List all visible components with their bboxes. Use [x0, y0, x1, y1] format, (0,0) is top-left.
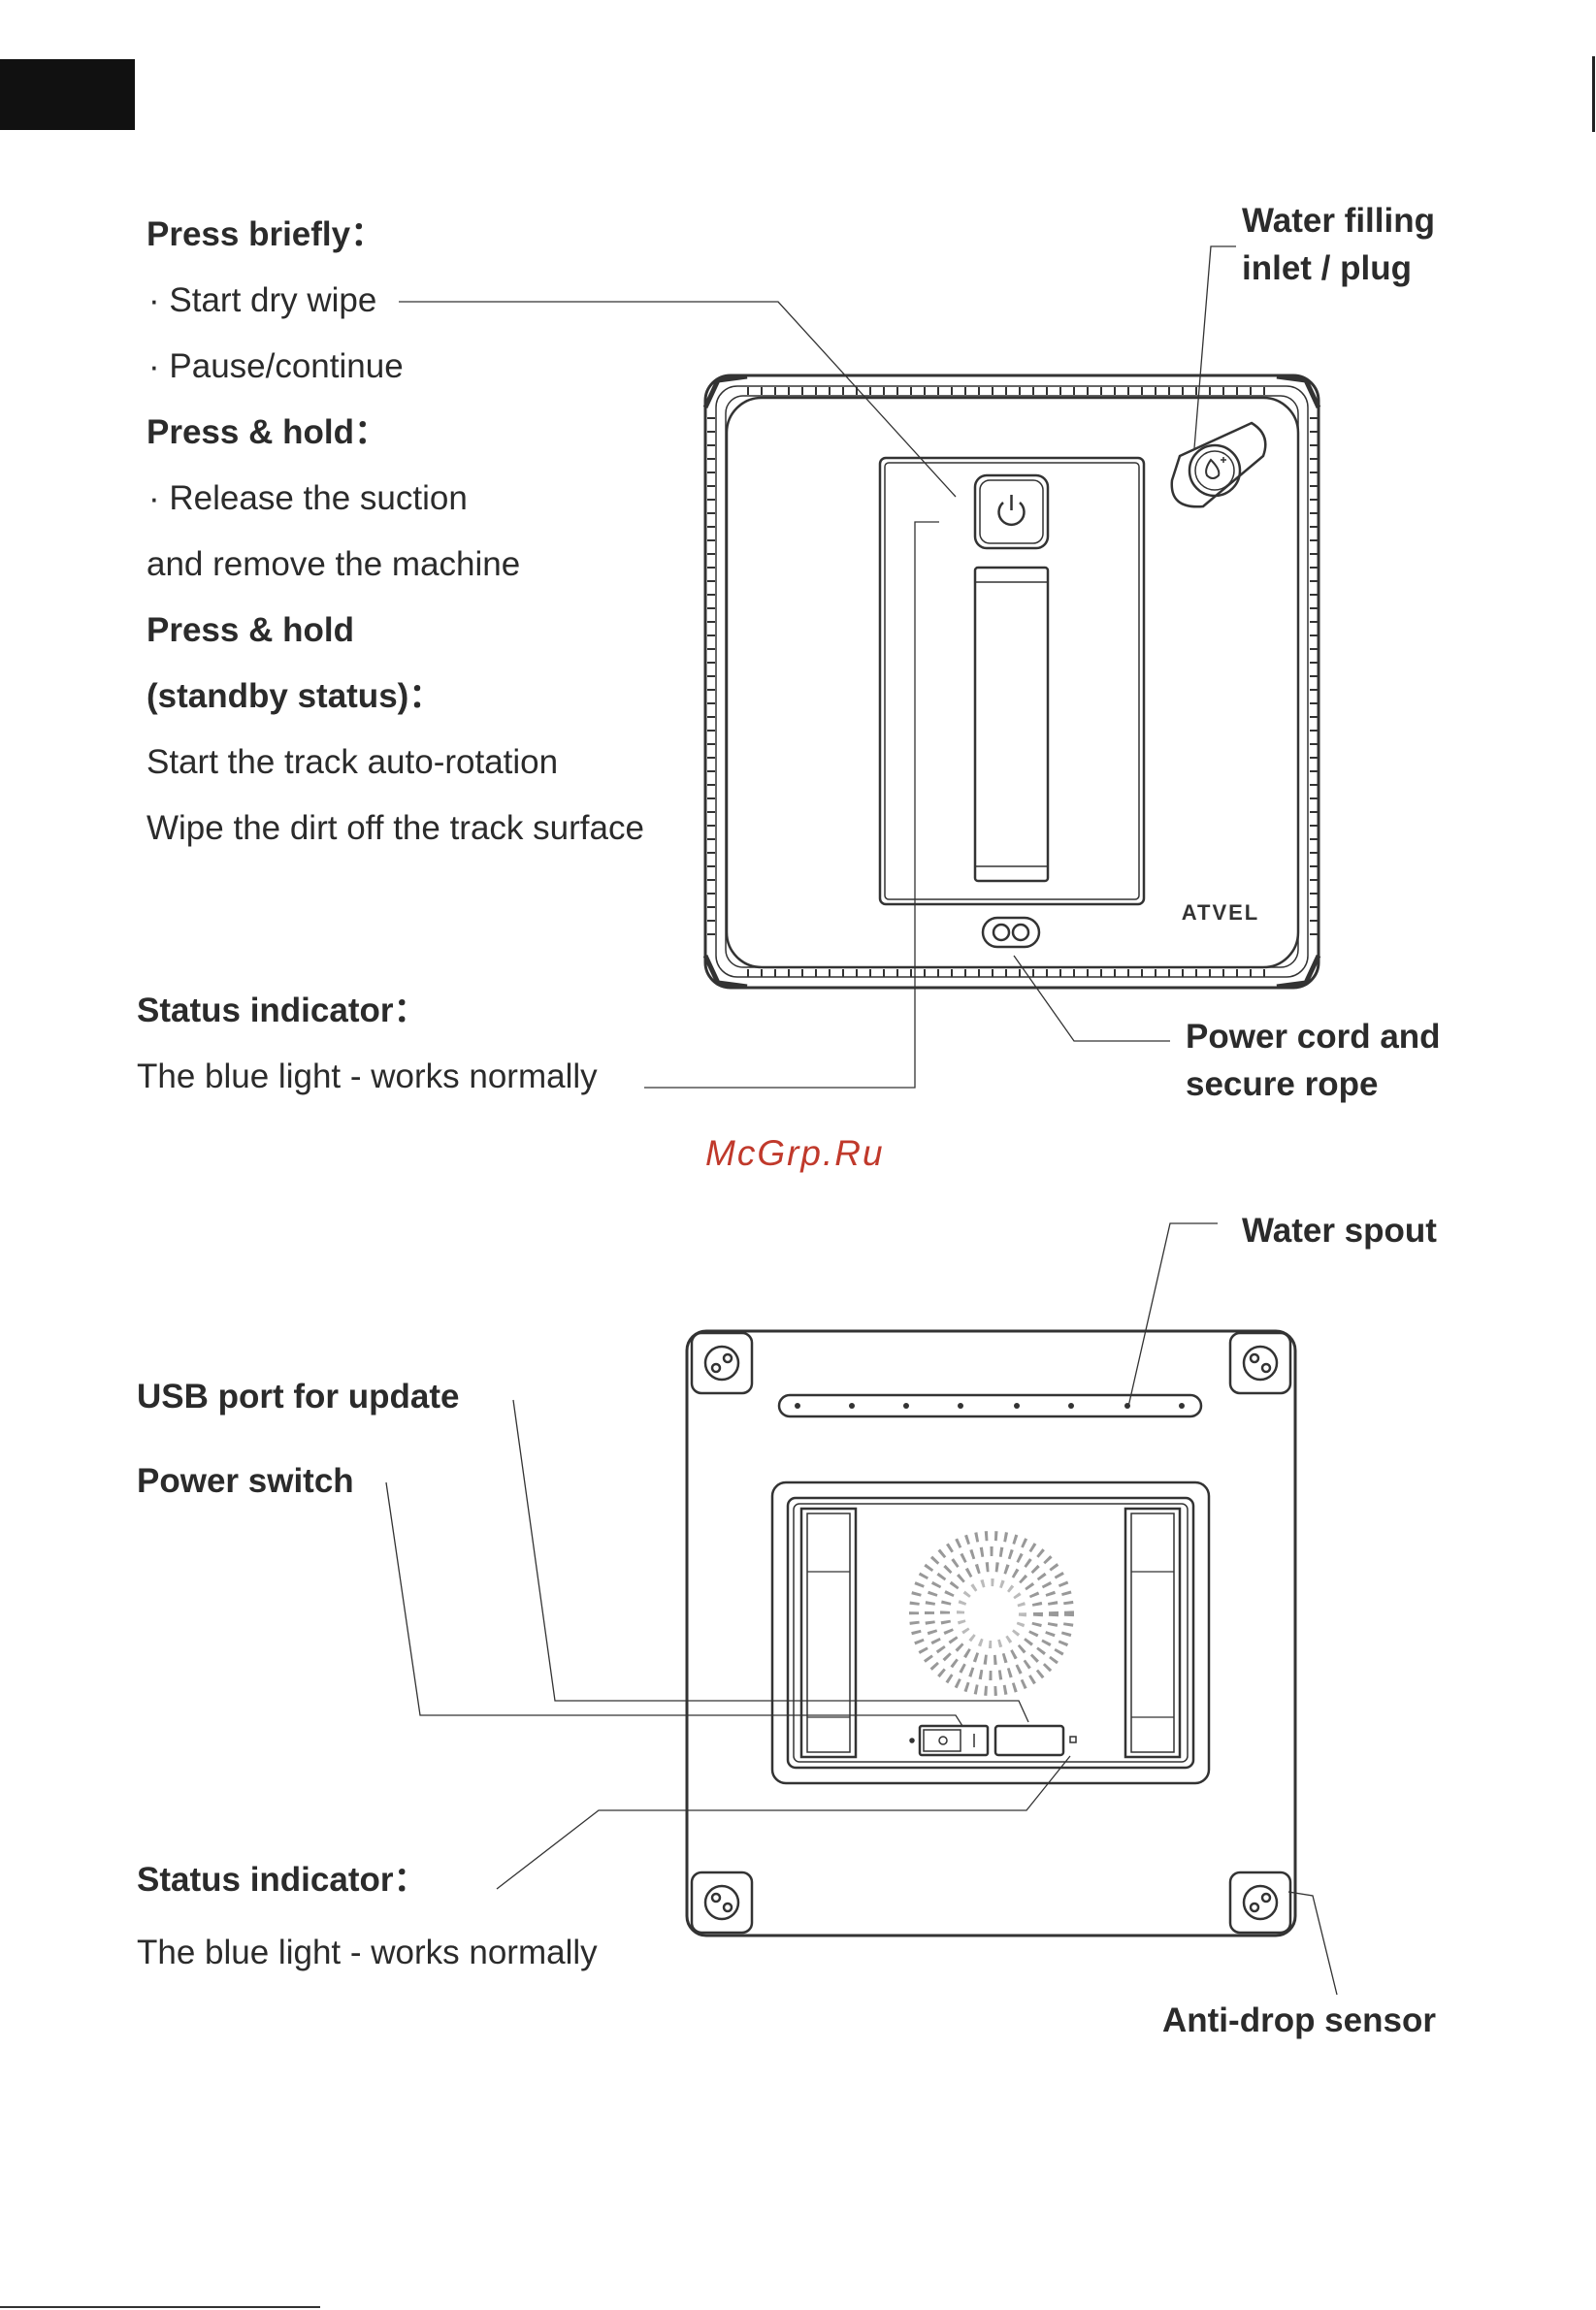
front-leader-lines	[399, 245, 1236, 1089]
power-switch-label: Power switch	[137, 1462, 354, 1500]
water-inlet-label-2: inlet / plug	[1242, 249, 1412, 287]
start-dry-wipe: · Start dry wipe	[148, 281, 377, 319]
power-cord-label-2: secure rope	[1186, 1065, 1379, 1103]
wipe-dirt-track: Wipe the dirt off the track surface	[147, 809, 644, 847]
water-inlet-label-1: Water filling	[1242, 202, 1435, 240]
status-indicator-text-top: The blue light - works normally	[137, 1057, 598, 1095]
rear-leader-lines	[385, 1222, 1338, 1996]
press-hold-heading: Press & hold：	[147, 413, 388, 451]
power-cord-label-1: Power cord and	[1186, 1018, 1441, 1056]
brand-logo: ATVEL	[1182, 900, 1259, 925]
front-device-view	[702, 374, 1321, 990]
power-icon	[997, 495, 1026, 527]
standby-status-heading: (standby status)：	[147, 677, 443, 715]
section-tab-marker	[0, 59, 135, 130]
press-briefly-heading: Press briefly：	[147, 215, 385, 253]
release-suction: · Release the suction	[148, 479, 468, 517]
water-drop-icon	[1170, 421, 1267, 508]
page-edge-mark	[1592, 56, 1595, 132]
press-hold-standby-heading: Press & hold	[147, 611, 354, 649]
anti-drop-sensor-label: Anti-drop sensor	[1162, 2001, 1436, 2039]
usb-port-label: USB port for update	[137, 1378, 460, 1415]
status-indicator-heading-top: Status indicator：	[137, 992, 428, 1029]
status-indicator-text-bottom: The blue light - works normally	[137, 1934, 598, 1971]
remove-machine: and remove the machine	[147, 545, 521, 583]
track-auto-rotation: Start the track auto-rotation	[147, 743, 559, 781]
watermark: McGrp.Ru	[705, 1133, 885, 1173]
water-spout-label: Water spout	[1242, 1212, 1437, 1250]
footer-rule	[0, 2306, 320, 2308]
rear-device-view	[685, 1329, 1297, 1937]
status-indicator-heading-bottom: Status indicator：	[137, 1861, 428, 1899]
pause-continue: · Pause/continue	[148, 347, 404, 385]
